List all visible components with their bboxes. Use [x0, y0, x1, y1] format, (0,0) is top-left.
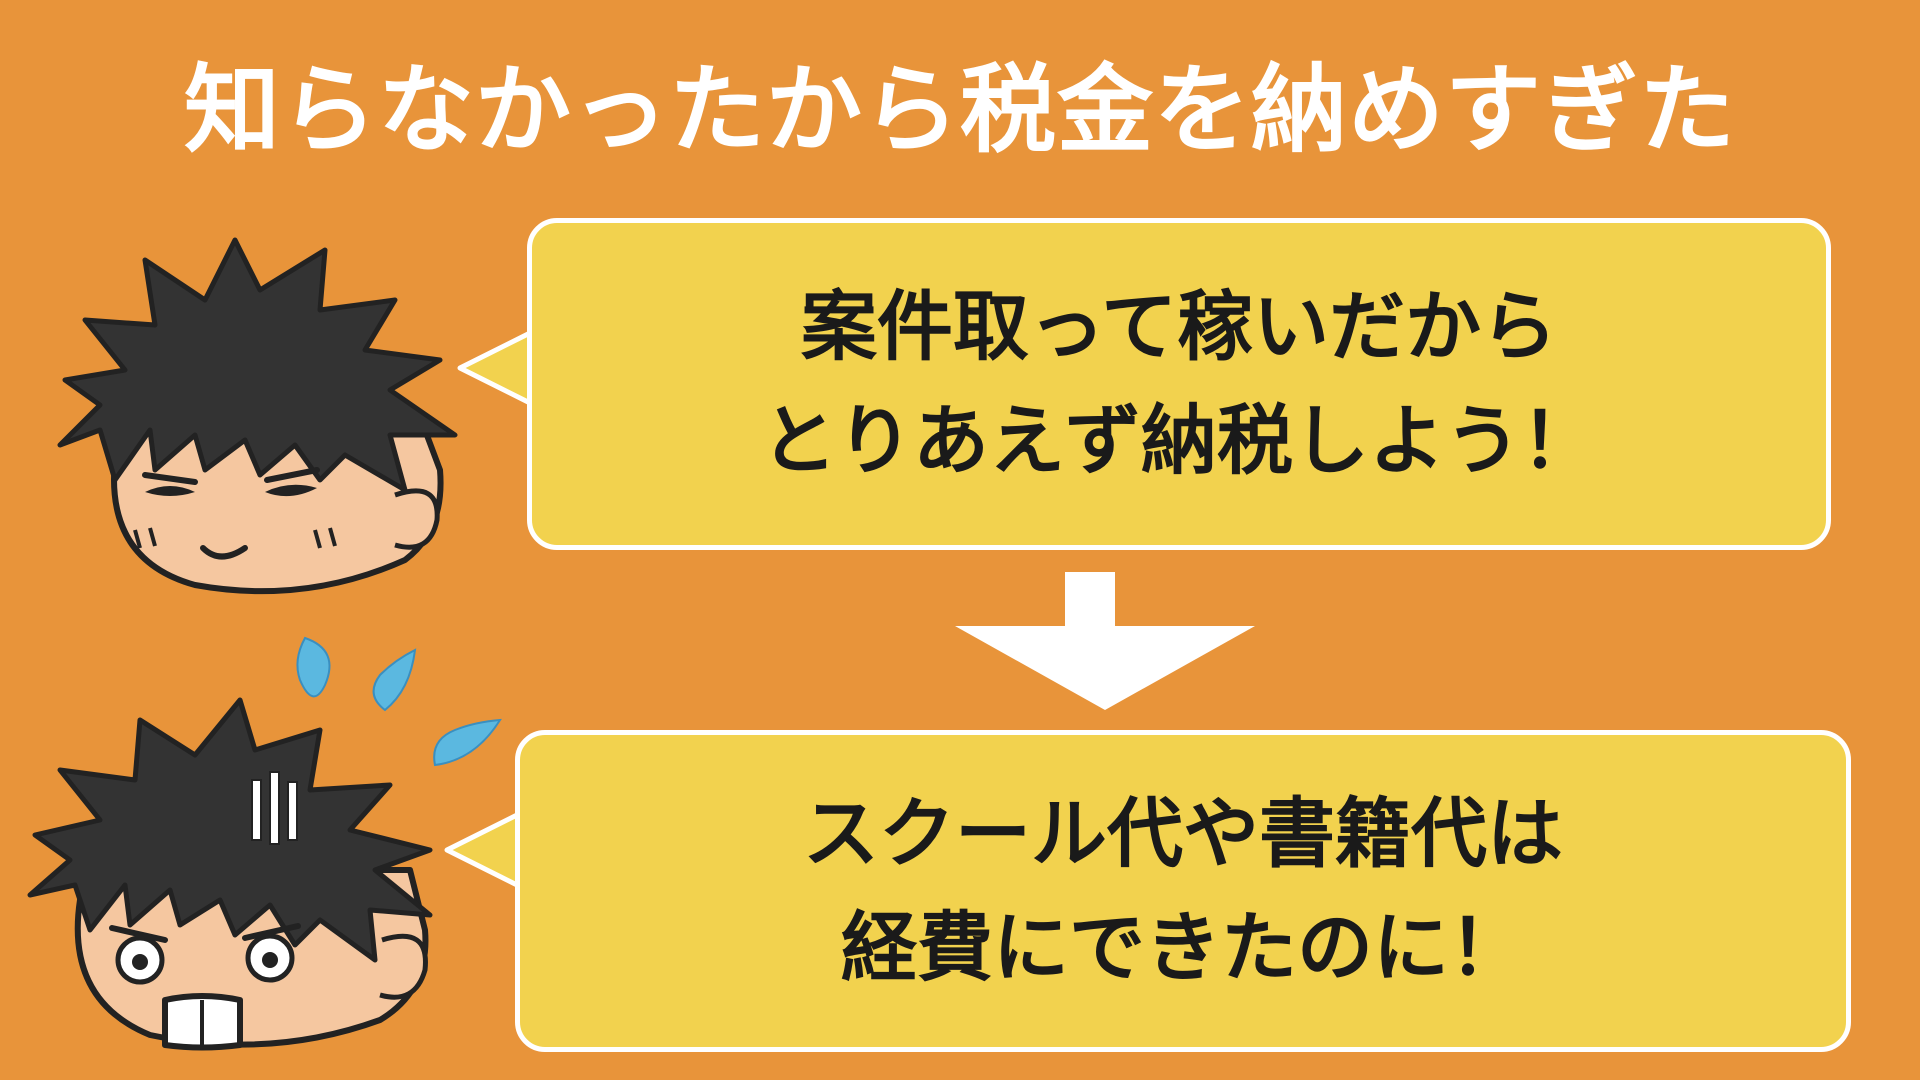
speech-bubble-bottom: スクール代や書籍代は 経費にできたのに！: [515, 730, 1851, 1052]
sweat-drop-icon: [296, 636, 502, 767]
bubble-bottom-line-2: 経費にできたのに！: [841, 903, 1525, 992]
page-title: 知らなかったから税金を納めすぎた: [184, 54, 1736, 166]
bubble-top-line-1: 案件取って稼いだから: [800, 282, 1558, 372]
speech-bubble-top: 案件取って稼いだから とりあえず納税しよう！: [527, 218, 1831, 550]
bubble-bottom-line-1: スクール代や書籍代は: [803, 789, 1563, 879]
smug-boy-icon: [57, 237, 458, 595]
shocked-boy-icon: [27, 697, 433, 1051]
arrow-down-icon: [955, 572, 1255, 710]
bubble-top-line-2: とりあえず納税しよう！: [761, 396, 1597, 485]
